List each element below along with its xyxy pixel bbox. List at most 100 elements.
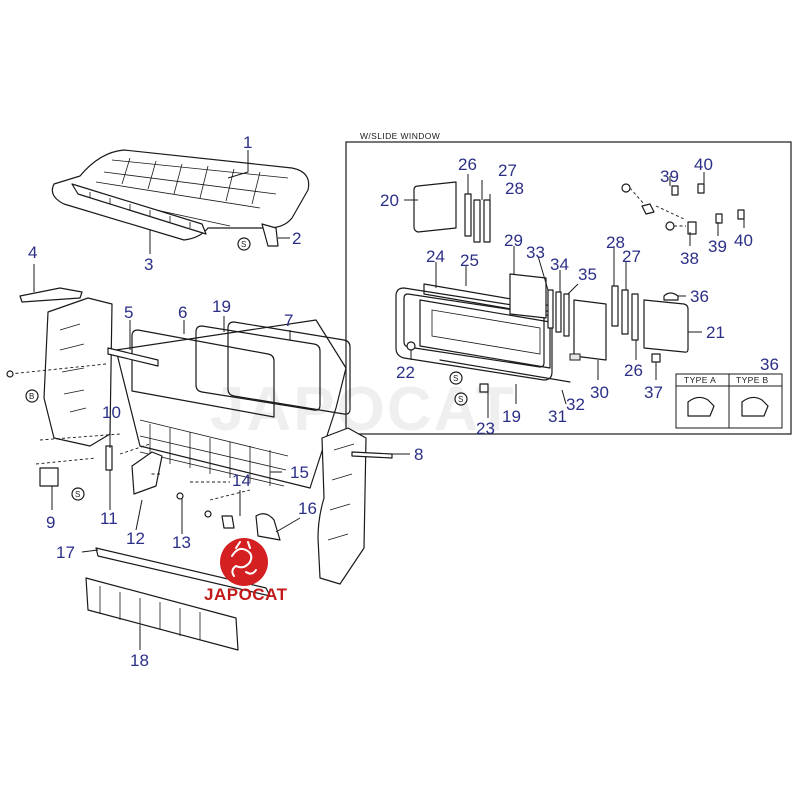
s-symbol [454, 392, 468, 406]
callout-30: 30 [590, 383, 609, 402]
cat-icon [231, 541, 257, 577]
callout-20: 20 [380, 191, 399, 210]
callout-32: 32 [566, 395, 585, 414]
callout-18: 18 [130, 651, 149, 670]
part-4-bracket [19, 287, 83, 303]
part-5-strip [107, 347, 159, 367]
callout-26a: 26 [458, 155, 477, 174]
callout-27a: 27 [498, 161, 517, 180]
part-31-piece [569, 353, 581, 361]
callout-38: 38 [680, 249, 699, 268]
s-symbol [71, 487, 85, 501]
callout-33: 33 [526, 243, 545, 262]
b-symbol [25, 389, 39, 403]
callout-21: 21 [706, 323, 725, 342]
callout-34: 34 [550, 255, 569, 274]
callout-37: 37 [644, 383, 663, 402]
callout-39b: 39 [708, 237, 727, 256]
callout-5: 5 [124, 303, 133, 322]
callout-14: 14 [232, 471, 251, 490]
type-b-header: TYPE B [736, 375, 769, 385]
callout-24: 24 [426, 247, 445, 266]
svg-text:S: S [241, 240, 246, 249]
runners-upper [464, 193, 491, 243]
part-12-gusset [131, 451, 163, 495]
logo-badge [220, 538, 268, 586]
part-10-bracket [105, 445, 113, 471]
svg-text:B: B [29, 392, 34, 401]
callout-1: 1 [243, 133, 252, 152]
assembly-guides [6, 363, 251, 501]
callout-7: 7 [284, 311, 293, 330]
callout-15: 15 [290, 463, 309, 482]
callouts: 1 2 3 4 5 6 19 7 8 9 10 11 12 13 14 15 1… [28, 133, 779, 670]
callout-19: 19 [212, 297, 231, 316]
type-table: TYPE A TYPE B [675, 373, 783, 429]
callout-2: 2 [292, 229, 301, 248]
callout-26b: 26 [624, 361, 643, 380]
callout-31: 31 [548, 407, 567, 426]
part-36-latch [663, 292, 679, 301]
part-30-glass [573, 299, 607, 361]
callout-4: 4 [28, 243, 37, 262]
inset-title: W/SLIDE WINDOW [360, 131, 440, 141]
callout-39a: 39 [660, 167, 679, 186]
callout-40b: 40 [734, 231, 753, 250]
callout-6: 6 [178, 303, 187, 322]
svg-text:S: S [458, 395, 463, 404]
callout-13: 13 [172, 533, 191, 552]
part-1-roof [51, 149, 310, 241]
callout-12: 12 [126, 529, 145, 548]
callout-8: 8 [414, 445, 423, 464]
callout-17: 17 [56, 543, 75, 562]
part-9-plate [39, 467, 59, 487]
part-20-glass [413, 181, 457, 233]
part-16-bracket [255, 513, 281, 541]
callout-25: 25 [460, 251, 479, 270]
callout-22: 22 [396, 363, 415, 382]
part-22-stop [406, 341, 416, 351]
s-symbol [449, 371, 463, 385]
type-a-latch [687, 396, 715, 417]
callout-11: 11 [100, 509, 118, 528]
part-7-glass [227, 321, 351, 415]
leader-lines [33, 150, 745, 650]
part-18-crossmember [85, 577, 239, 651]
watermark-text: JAPOCAT [210, 375, 516, 444]
callout-10: 10 [102, 403, 121, 422]
callout-29: 29 [504, 231, 523, 250]
type-a-header: TYPE A [684, 375, 716, 385]
part-3-roof-trim [71, 183, 207, 235]
callout-36b: 36 [760, 355, 779, 374]
svg-text:S: S [75, 490, 80, 499]
callout-16: 16 [298, 499, 317, 518]
callout-28a: 28 [505, 179, 524, 198]
left-pillar: B S [25, 297, 113, 501]
callout-36a: 36 [690, 287, 709, 306]
part-13-bolt [176, 492, 184, 500]
type-b-latch [741, 396, 769, 417]
japocat-logo: JAPOCAT [204, 538, 288, 604]
callout-19b: 19 [502, 407, 521, 426]
part-8-pillar [317, 427, 393, 585]
callout-27b: 27 [622, 247, 641, 266]
inset-slide-window: W/SLIDE WINDOW [345, 131, 792, 435]
part-21-glass [643, 299, 689, 353]
inset-frame [345, 141, 792, 435]
callout-23: 23 [476, 419, 495, 438]
part-2-hinge: S [237, 223, 279, 251]
callout-3: 3 [144, 255, 153, 274]
part-6-seal [131, 329, 275, 418]
callout-35: 35 [578, 265, 597, 284]
part-19-seal [195, 325, 321, 411]
logo-text: JAPOCAT [204, 585, 288, 604]
svg-text:S: S [453, 374, 458, 383]
back-panel [107, 319, 351, 489]
part-17-sill [95, 547, 271, 597]
part-37-stop [651, 353, 661, 363]
callout-28b: 28 [606, 233, 625, 252]
callout-9: 9 [46, 513, 55, 532]
part-29-glass [509, 273, 547, 319]
callout-40a: 40 [694, 155, 713, 174]
